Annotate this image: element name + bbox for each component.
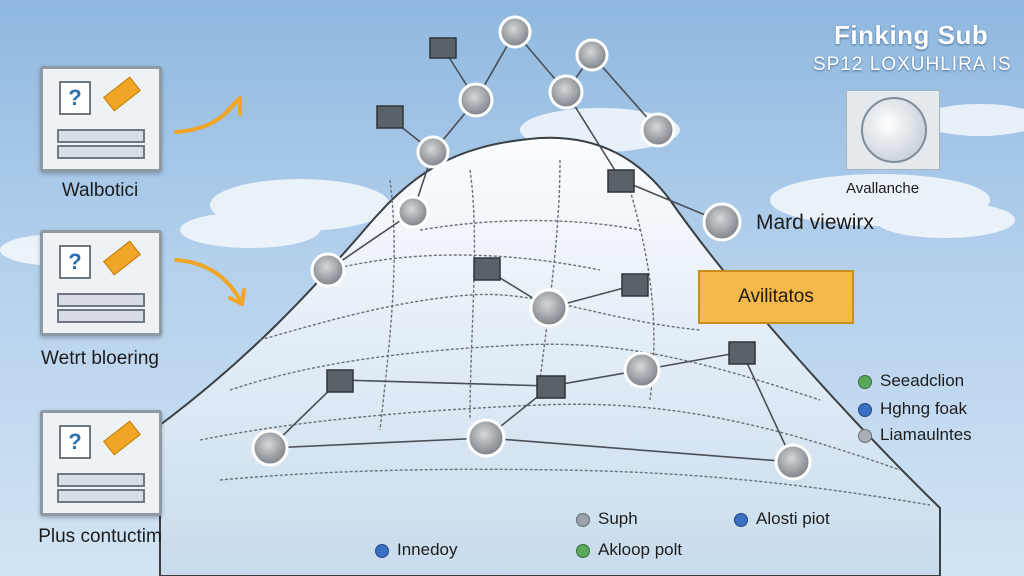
left-panel-2[interactable]: ? (40, 230, 162, 336)
cloud-node-icon (310, 252, 346, 288)
banner-label: Avilitatos (738, 286, 814, 307)
arrow-icon (174, 258, 242, 302)
legend-item: Liamaulntes (858, 425, 972, 445)
banner[interactable]: Avilitatos (680, 264, 872, 324)
cloud-node-icon (640, 112, 676, 148)
server-box-icon (607, 169, 635, 193)
cloud-node-icon (548, 74, 584, 110)
cloud-node-icon (774, 443, 812, 481)
legend-label: Hghng foak (880, 399, 967, 418)
legend-item: Alosti piot (734, 509, 830, 529)
server-nodes (326, 37, 756, 399)
panel-bar (57, 145, 145, 159)
arrow-icon (174, 100, 238, 134)
tag-icon (103, 76, 141, 112)
legend-dot-blue (858, 402, 872, 417)
panel-bar (57, 293, 145, 307)
legend-item: Akloop polt (576, 540, 682, 560)
question-monitor-icon: ? (59, 425, 91, 459)
left-panel-3-label: Plus contuctim (38, 526, 162, 547)
legend-label: Akloop polt (598, 540, 683, 559)
legend-dot-green (858, 374, 872, 389)
tag-icon (103, 420, 141, 456)
left-panel-1-label: Walbotici (61, 180, 139, 201)
legend-item: Innedoy (375, 540, 458, 560)
legend-dot-blue (734, 512, 748, 527)
arrow-icon (226, 96, 242, 116)
legend-dot-grey (858, 428, 872, 443)
logo-caption: Avallanche (846, 180, 920, 197)
arrow-icon (228, 288, 246, 306)
legend-label: Seeadclion (880, 371, 965, 390)
mountain-wiring (199, 159, 931, 506)
left-panel-1[interactable]: ? (40, 66, 162, 172)
server-box-icon (376, 105, 404, 129)
orange-arrows (174, 96, 246, 306)
left-panel-2-label: Wetrt bloering (41, 348, 159, 369)
server-box-icon (728, 341, 756, 365)
panel-bar (57, 309, 145, 323)
server-box-icon (429, 37, 457, 59)
cloud-node-icon (458, 82, 494, 118)
legend-item: Seeadclion (858, 371, 964, 391)
cloud-node-icon (529, 288, 569, 328)
page-subtitle: SP12 LOXUHLIRA IS (813, 54, 1012, 75)
legend-label: Alosti piot (756, 509, 830, 528)
cloud-node-icon (251, 429, 289, 467)
server-box-icon (621, 273, 649, 297)
server-box-icon (473, 257, 501, 281)
legend-label: Liamaulntes (880, 425, 972, 444)
cloud-node-icon (623, 351, 661, 389)
legend-dot-green (576, 543, 590, 558)
map-label: Mard viewirx (756, 211, 874, 234)
cloud-node-icon (575, 38, 609, 72)
cloud-node-icon (416, 135, 450, 169)
cloud-nodes (251, 15, 812, 481)
question-monitor-icon: ? (59, 245, 91, 279)
legend-dot-grey (576, 512, 590, 527)
cloud-node-icon (498, 15, 532, 49)
legend-label: Suph (598, 509, 638, 528)
server-box-icon (536, 375, 566, 399)
left-panel-3[interactable]: ? (40, 410, 162, 516)
legend-dot-blue (375, 543, 389, 558)
panel-bar (57, 129, 145, 143)
cloud-node-icon (702, 202, 742, 242)
tag-icon (103, 240, 141, 276)
legend-label: Innedoy (397, 540, 458, 559)
question-monitor-icon: ? (59, 81, 91, 115)
cloud-node-icon (466, 418, 506, 458)
logo[interactable] (846, 90, 940, 170)
avalanche-disc-icon (861, 97, 927, 163)
legend-item: Hghng foak (858, 399, 967, 419)
panel-bar (57, 489, 145, 503)
cloud-node-icon (396, 195, 430, 229)
server-box-icon (326, 369, 354, 393)
legend-item: Suph (576, 509, 638, 529)
page-title: Finking Sub (834, 20, 989, 50)
panel-bar (57, 473, 145, 487)
